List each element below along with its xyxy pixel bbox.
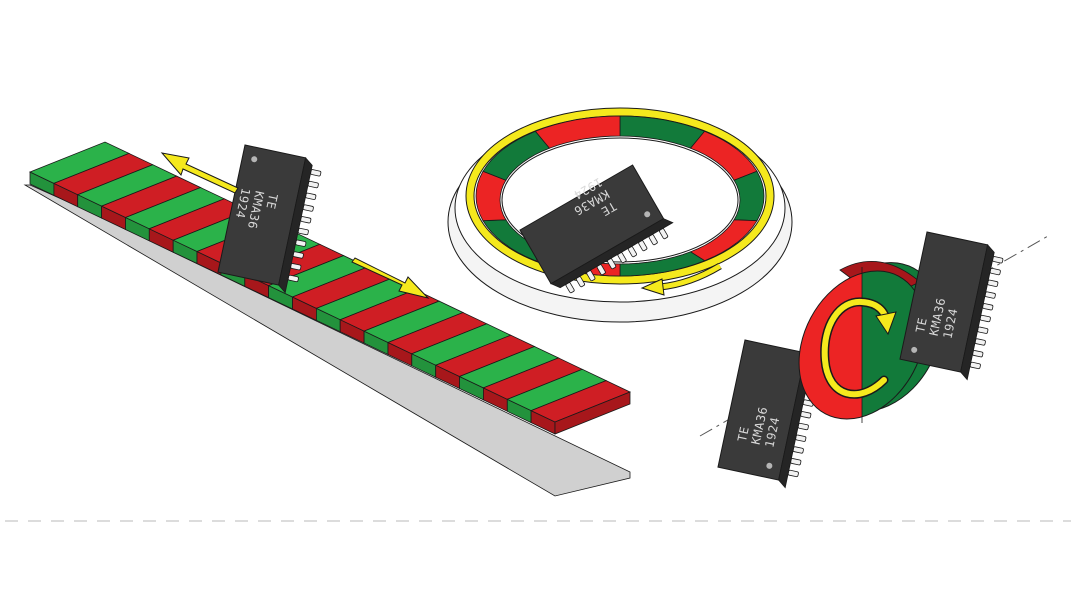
strip-end-face xyxy=(554,391,631,435)
chip-pin xyxy=(790,458,802,466)
chip-brand: TE xyxy=(598,199,618,219)
chip-pin xyxy=(297,227,309,236)
chip-pin xyxy=(800,411,812,419)
chip-pin xyxy=(792,446,804,454)
chip-pin xyxy=(795,434,807,442)
chip-pin xyxy=(987,279,999,287)
chip-pin1-dot xyxy=(766,462,773,469)
chip-pin xyxy=(989,267,1001,276)
chip-brand: TE xyxy=(735,425,752,443)
chip-pin xyxy=(305,192,317,200)
chip-pin xyxy=(977,326,989,334)
chip-pin1-dot xyxy=(644,211,651,218)
chip-pin xyxy=(974,338,986,346)
chip-pin xyxy=(787,469,799,478)
chip-code: 1924 xyxy=(940,307,960,340)
chip-brand: TE xyxy=(913,316,930,334)
linear-magnet-strip xyxy=(23,141,631,497)
ring-segment xyxy=(534,115,621,149)
chip-pin xyxy=(972,350,984,358)
chip-pin xyxy=(302,204,314,212)
right-sensor-chip: TE KMA36 1924 xyxy=(899,231,1004,381)
curved-arrow-icon xyxy=(640,262,722,296)
chip-pin xyxy=(797,422,809,431)
chip-pin xyxy=(969,361,981,370)
chip-brand: TE xyxy=(263,193,280,211)
chip-pin xyxy=(982,303,994,311)
rotation-arrow-icon xyxy=(820,297,897,399)
linear-sensor-chip: TE KMA36 1924 xyxy=(217,144,322,294)
chip-pin1-dot xyxy=(911,346,918,353)
ring-sensor-chip: TE KMA36 1924 xyxy=(519,164,674,294)
chip-pin xyxy=(310,169,322,177)
chip-pin xyxy=(984,291,996,299)
chip-pin xyxy=(979,314,991,323)
chip-pin xyxy=(307,180,319,189)
chip-pin xyxy=(300,216,312,224)
chip-code: 1924 xyxy=(762,416,782,449)
chip-pin xyxy=(992,256,1004,264)
chip-code: 1924 xyxy=(233,187,253,220)
chip-pin1-dot xyxy=(251,156,258,163)
double-arrow-icon xyxy=(160,152,430,299)
